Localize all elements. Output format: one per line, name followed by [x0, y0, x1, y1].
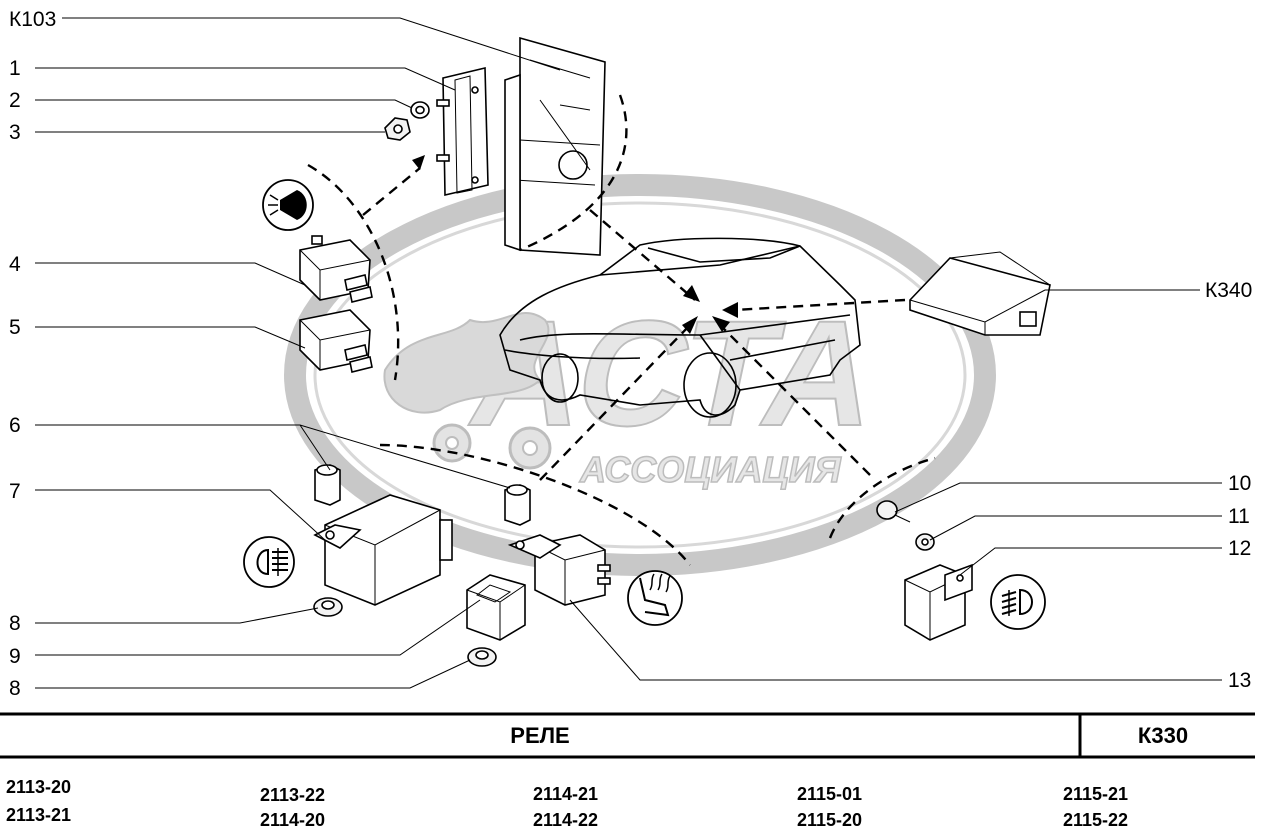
fog-light-front-icon — [990, 574, 1046, 630]
label-k103: К103 — [9, 8, 56, 31]
label-4: 4 — [9, 253, 21, 276]
nut-8a — [313, 597, 343, 617]
label-k340: К340 — [1205, 279, 1252, 302]
relay-bracket-panel — [504, 36, 628, 256]
leader-lines — [35, 17, 1222, 689]
label-9: 9 — [9, 645, 21, 668]
label-13: 13 — [1228, 669, 1251, 692]
model-code: 2115-21 — [1063, 784, 1128, 804]
model-code: 2114-21 — [533, 784, 598, 804]
label-1: 1 — [9, 57, 21, 80]
label-11: 11 — [1228, 505, 1250, 528]
nut — [384, 117, 411, 141]
horn-icon — [262, 179, 314, 231]
relay-small — [466, 574, 526, 641]
label-6: 6 — [9, 414, 21, 437]
label-7: 7 — [9, 480, 21, 503]
model-code: 2114-22 — [533, 810, 598, 830]
model-code: 2113-21 — [6, 805, 71, 825]
label-8a: 8 — [9, 612, 21, 635]
table-code: К330 — [1138, 723, 1188, 748]
watermark-sub-text: АССОЦИАЦИЯ — [579, 449, 841, 490]
gear-icon — [432, 423, 552, 470]
label-12: 12 — [1228, 537, 1251, 560]
nut-8b — [467, 647, 497, 667]
label-3: 3 — [9, 121, 21, 144]
relay-seat-heater — [507, 534, 611, 606]
label-5: 5 — [9, 316, 21, 339]
label-2: 2 — [9, 89, 21, 112]
label-10: 10 — [1228, 472, 1251, 495]
model-code: 2115-22 — [1063, 810, 1128, 830]
mounting-bracket — [436, 66, 489, 197]
relay-fog-front — [904, 563, 973, 641]
relay — [299, 309, 373, 373]
model-code: 2114-20 — [260, 810, 325, 830]
model-code: 2113-22 — [260, 785, 325, 805]
seat-heater-icon — [627, 570, 683, 626]
table-title: РЕЛЕ — [510, 723, 569, 748]
model-code: 2115-20 — [797, 810, 862, 830]
model-code: 2115-01 — [797, 784, 862, 804]
watermark-smoke — [383, 312, 550, 414]
car-outline — [499, 237, 861, 418]
screw — [876, 500, 911, 523]
rubber-bushing — [314, 464, 531, 526]
watermark: АСТА АССОЦИАЦИЯ — [284, 174, 996, 576]
label-8b: 8 — [9, 677, 21, 700]
model-code: 2113-20 — [6, 777, 71, 797]
fuse-box — [909, 251, 1051, 336]
relay-fog-rear — [313, 494, 453, 606]
callout-labels: К103 1 2 3 4 5 6 7 8 9 8 К340 10 11 12 1… — [9, 8, 1252, 700]
relay-horn — [299, 235, 373, 303]
lock-washer — [915, 533, 935, 551]
fog-light-rear-icon — [243, 536, 295, 588]
washer — [410, 101, 430, 119]
assembly-arrows — [307, 155, 936, 566]
title-block: РЕЛЕ К330 2113-20 2113-21 2113-22 2114-2… — [0, 712, 1255, 830]
